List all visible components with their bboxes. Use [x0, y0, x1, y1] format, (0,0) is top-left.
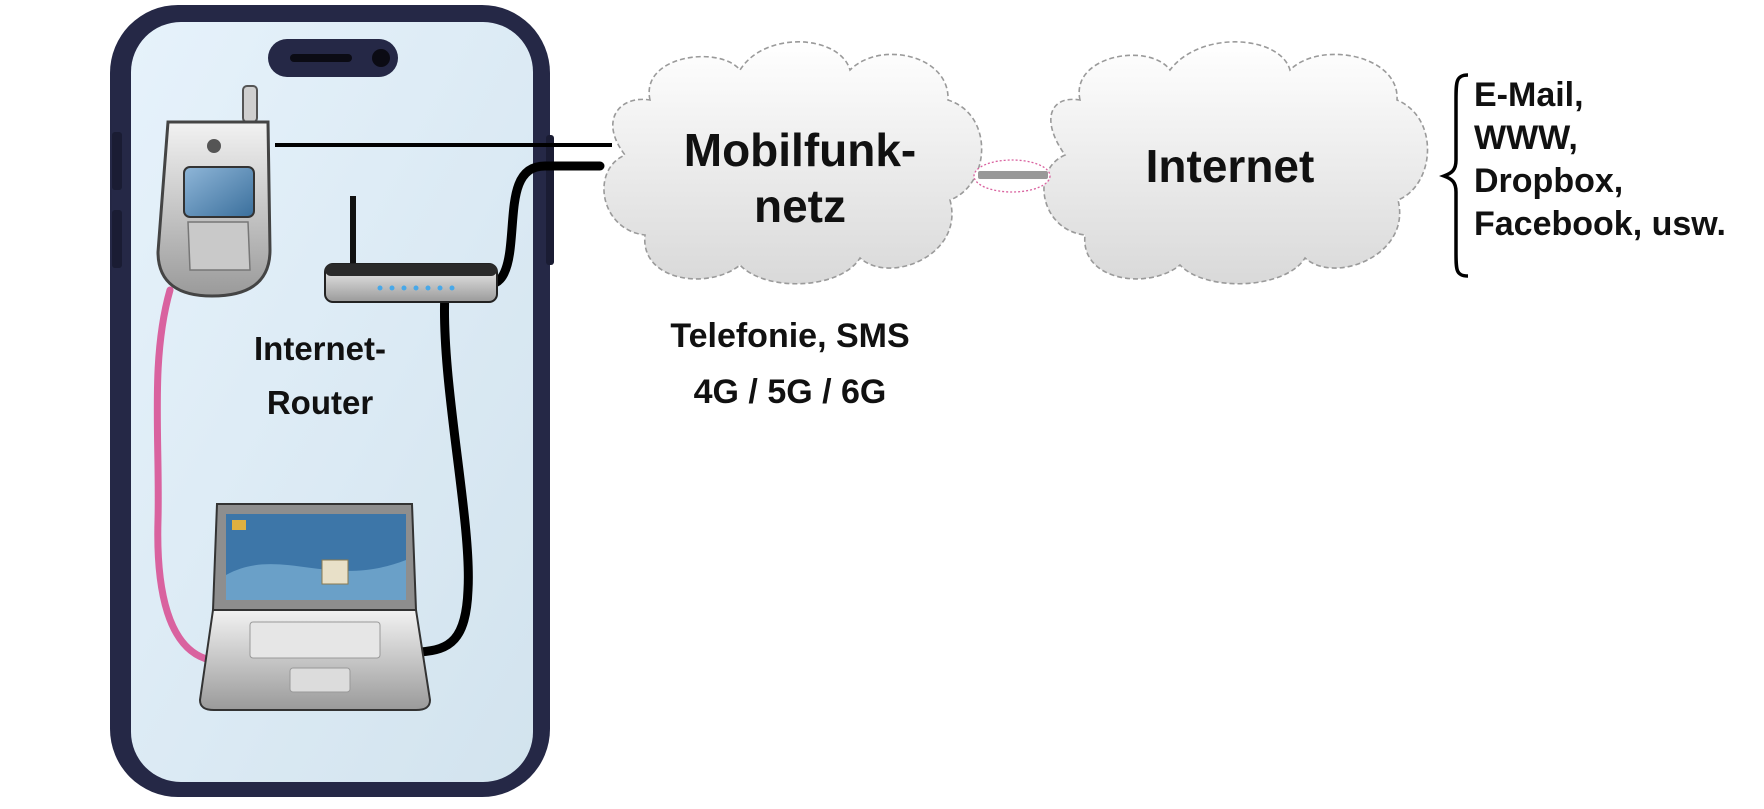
mobile-network-subtitle: Telefonie, SMS 4G / 5G / 6G — [640, 308, 940, 420]
router-label: Internet- Router — [230, 322, 410, 430]
services-list: E-Mail, WWW, Dropbox, Facebook, usw. — [1474, 74, 1726, 246]
router-label-line: Internet- — [254, 330, 386, 367]
cloud-icon — [1043, 41, 1429, 285]
laptop-router-cable — [415, 285, 473, 657]
cloud-icon — [603, 41, 983, 285]
service-item: WWW, — [1474, 119, 1578, 157]
cloud-link — [973, 159, 1051, 193]
mobile-network-label-line: Mobilfunk- — [683, 124, 917, 176]
service-item: Dropbox, — [1474, 162, 1624, 200]
router-label-line: Router — [266, 384, 374, 421]
laptop-icon — [198, 503, 432, 711]
usb-cable — [153, 286, 214, 664]
service-item: Facebook, usw. — [1474, 205, 1726, 243]
curly-brace-icon — [1439, 73, 1469, 278]
router-icon — [324, 196, 498, 303]
internet-label: Internet — [1145, 140, 1315, 192]
mobile-network-label: Mobilfunk- netz — [665, 122, 935, 234]
mobile-network-label-line: netz — [754, 180, 846, 232]
mobile-subtitle-line: Telefonie, SMS — [670, 317, 910, 355]
mobile-subtitle-line: 4G / 5G / 6G — [693, 373, 887, 411]
mobile-phone-icon — [156, 85, 272, 298]
service-item: E-Mail, — [1474, 76, 1584, 114]
